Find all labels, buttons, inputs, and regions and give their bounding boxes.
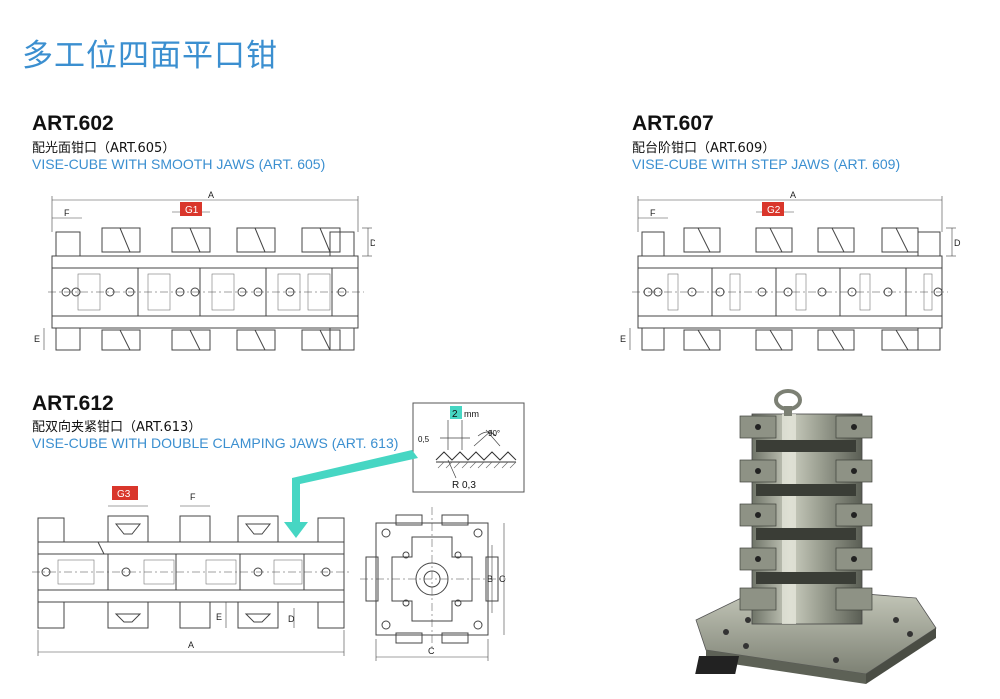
art-612-en-caption: VISE-CUBE WITH DOUBLE CLAMPING JAWS (ART…	[32, 435, 399, 451]
tooth-radius: R 0,3	[452, 480, 476, 491]
art-607-drawing: A F G2 D E	[620, 190, 961, 351]
tooth-profile-detail: 2 mm 90° 0,5 R 0,3	[412, 402, 525, 493]
pitch-highlight	[450, 406, 462, 419]
pitch-unit: mm	[464, 409, 479, 419]
art-607-dim-e: E	[620, 334, 626, 344]
art-607-tag-bg	[762, 202, 784, 216]
end-view-dim-c-bottom: C	[428, 646, 435, 656]
art-612-dim-a: A	[188, 640, 194, 650]
art-602-dim-e: E	[34, 334, 40, 344]
art-602-heading: ART.602	[32, 112, 114, 135]
tooth-depth: 0,5	[418, 435, 430, 444]
art-602-drawing: A F G1 D E	[34, 190, 375, 351]
vise-cube-tower-photo	[695, 389, 937, 684]
art-607-cn-caption: 配台阶钳口（ART.609）	[632, 141, 776, 156]
art-612-dim-e: E	[216, 612, 222, 622]
art-612-heading: ART.612	[32, 392, 114, 415]
art-612-end-view: B C C	[360, 507, 506, 661]
art-607-dim-d: D	[954, 238, 961, 248]
art-607-dim-f: F	[650, 208, 656, 218]
art-612-cn-caption: 配双向夹紧钳口（ART.613）	[32, 420, 202, 435]
art-602-en-caption: VISE-CUBE WITH SMOOTH JAWS (ART. 605)	[32, 156, 326, 172]
art-607-en-caption: VISE-CUBE WITH STEP JAWS (ART. 609)	[632, 156, 901, 172]
art-602-dim-a: A	[208, 190, 214, 200]
art-607-tag-g2: G2	[767, 205, 781, 216]
art-612-tag-bg	[112, 486, 138, 500]
detail-leader-arrow	[284, 450, 418, 538]
art-602-top-jaws	[101, 227, 341, 253]
art-602-dim-f: F	[64, 208, 70, 218]
end-view-dim-b: B	[487, 574, 493, 584]
art-602-tag-g1: G1	[185, 205, 199, 216]
art-602-dim-d: D	[370, 238, 375, 248]
end-view-dim-c: C	[499, 574, 506, 584]
art-612-dim-f: F	[190, 492, 196, 502]
art-607-heading: ART.607	[632, 112, 714, 135]
art-612-drawing: G3 F A E D	[32, 486, 350, 656]
art-612-dim-d: D	[288, 614, 295, 624]
tooth-angle: 90°	[488, 429, 500, 438]
art-602-tag-bg	[180, 202, 202, 216]
art-607-dim-a: A	[790, 190, 796, 200]
pitch-value: 2	[452, 409, 458, 420]
page-title: 多工位四面平口钳	[22, 38, 278, 74]
art-612-tag-g3: G3	[117, 489, 131, 500]
art-602-cn-caption: 配光面钳口（ART.605）	[32, 141, 176, 156]
